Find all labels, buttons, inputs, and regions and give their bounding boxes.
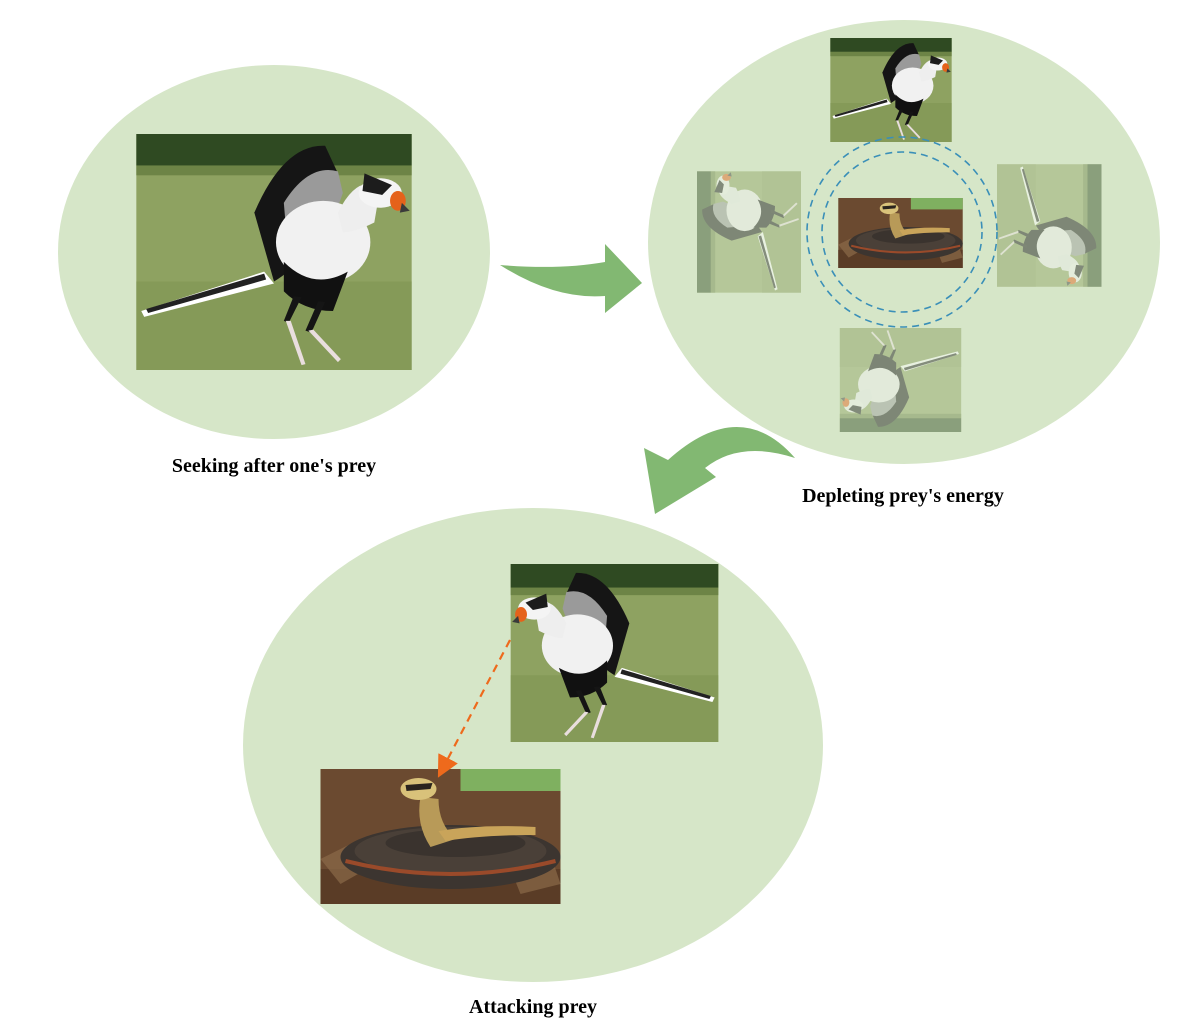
caption-attacking: Attacking prey bbox=[469, 996, 597, 1018]
caption-depleting: Depleting prey's energy bbox=[802, 485, 1004, 507]
curved-arrow-down-left-icon bbox=[644, 426, 795, 514]
caption-seeking: Seeking after one's prey bbox=[171, 455, 377, 477]
dashed-arrow-icon bbox=[437, 639, 511, 778]
circling-ring-inner bbox=[821, 151, 983, 313]
curved-arrow-right-icon bbox=[500, 244, 642, 313]
circling-ring-outer bbox=[806, 136, 998, 328]
